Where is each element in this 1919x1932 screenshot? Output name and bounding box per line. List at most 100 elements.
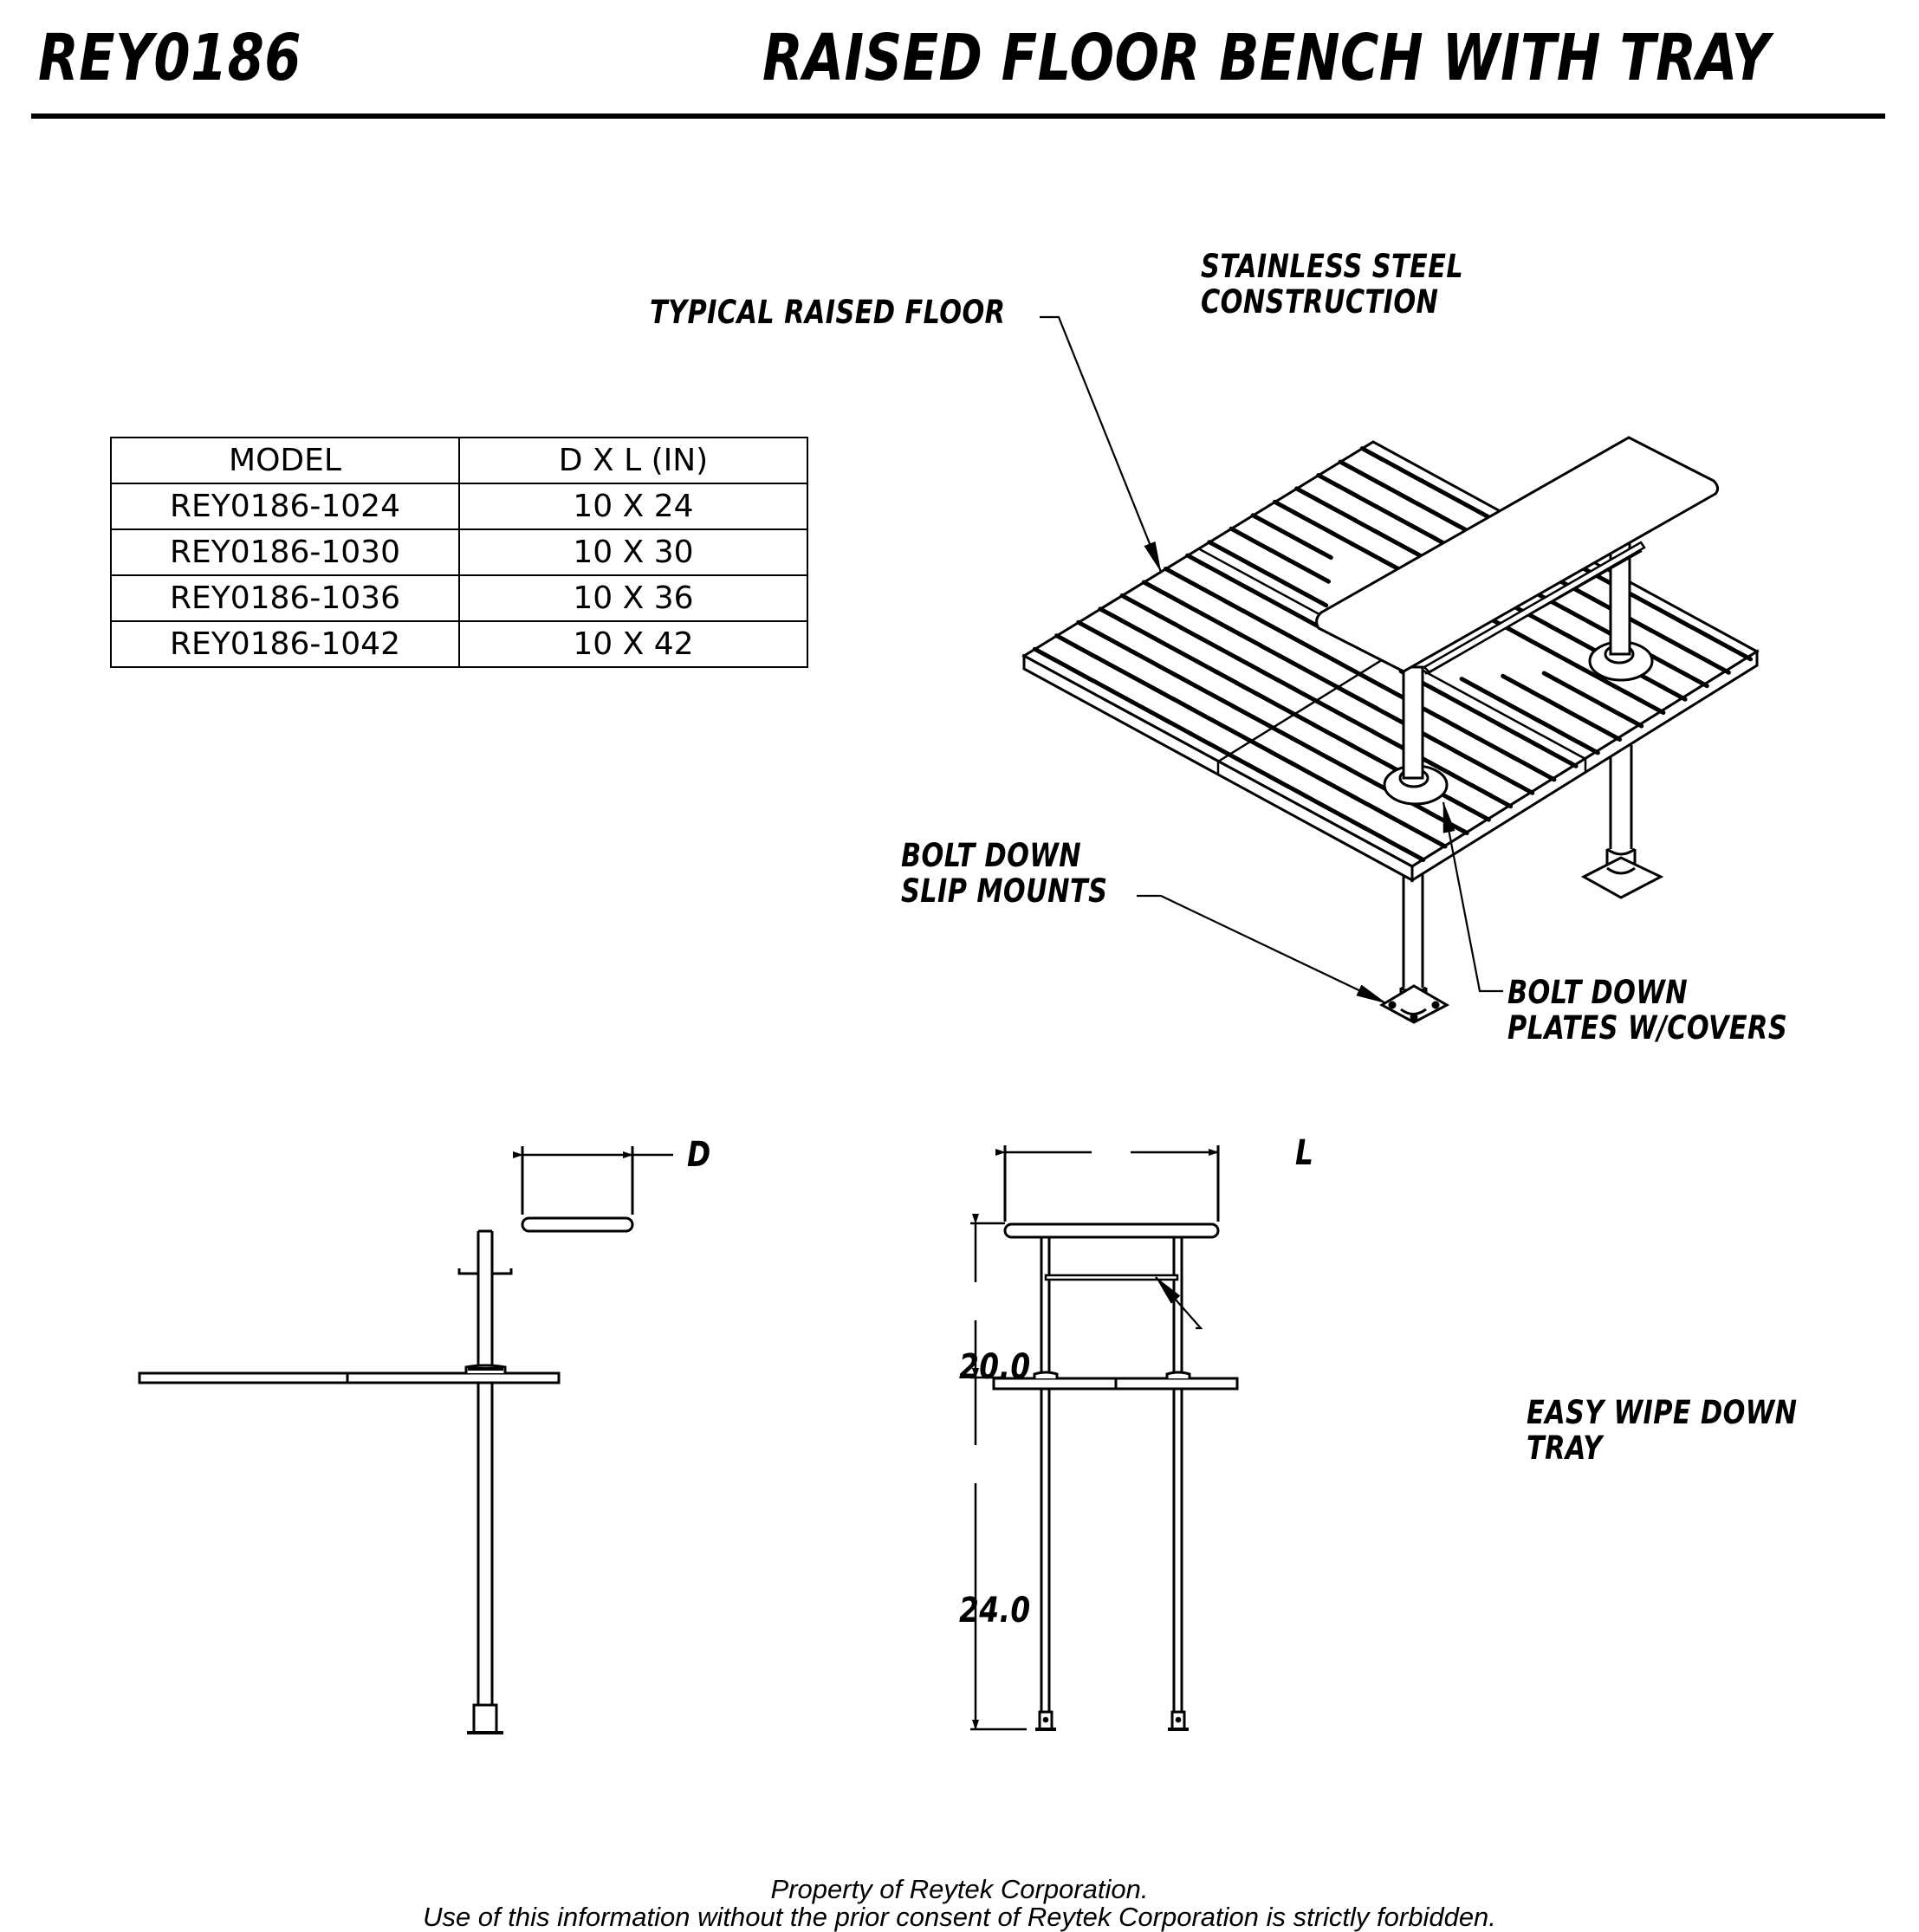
- floor-slot: [1379, 457, 1404, 472]
- floor-slot: [1629, 617, 1654, 633]
- floor-slot: [1236, 656, 1261, 672]
- front-seat: [1003, 1222, 1220, 1239]
- floor-slot: [1207, 742, 1232, 757]
- footer-ownership: Property of Reytek Corporation.: [770, 1874, 1149, 1904]
- floor-slot: [1374, 504, 1399, 520]
- slip-mounts-label-line1: BOLT DOWN: [901, 837, 1082, 874]
- drawing-title: RAISED FLOOR BENCH WITH TRAY: [762, 21, 1771, 95]
- floor-slot: [1243, 585, 1268, 600]
- floor-slot: [1352, 719, 1378, 736]
- floor-slot: [1650, 604, 1676, 619]
- floor-slot: [1253, 690, 1278, 706]
- size-cell: 10 X 36: [458, 574, 808, 622]
- floor-slot: [1250, 513, 1275, 528]
- floor-slot: [1587, 620, 1612, 636]
- floor-slot: [1161, 590, 1186, 606]
- floor-slot: [1265, 571, 1290, 587]
- floor-slot: [1631, 593, 1656, 609]
- column-header-model: MODEL: [110, 437, 460, 484]
- callout-leaders: [1040, 315, 1503, 1004]
- floor-slot: [1423, 833, 1448, 849]
- floor-slot: [1214, 670, 1239, 685]
- floor-slot: [1294, 486, 1319, 502]
- floor-slot: [1357, 470, 1382, 486]
- floor-slot: [1335, 685, 1360, 701]
- floor-slot: [1517, 708, 1542, 723]
- floor-perforations: [1032, 446, 1754, 862]
- floor-slot: [1643, 676, 1669, 691]
- floor-slot: [1452, 748, 1477, 764]
- floor-slot: [1479, 687, 1503, 703]
- floor-slot: [1347, 767, 1372, 783]
- floor-slot: [1073, 644, 1099, 659]
- floor-slot: [1559, 705, 1584, 721]
- construction-label-line1: STAINLESS STEEL: [1201, 248, 1464, 285]
- floor-slot: [1262, 595, 1287, 611]
- floor-slot: [1393, 515, 1418, 530]
- floor-slot: [1432, 737, 1457, 754]
- floor-slot: [1505, 626, 1530, 641]
- floor-slot: [1546, 623, 1572, 639]
- isometric-view: [1021, 436, 1760, 1024]
- floor-slot: [1170, 697, 1196, 712]
- floor-slot: [1134, 652, 1159, 667]
- floor-slot: [1404, 822, 1429, 839]
- floor-slot: [1541, 671, 1566, 686]
- floor-slot: [1333, 709, 1358, 724]
- floor-slot: [1267, 749, 1293, 765]
- floor-slot: [1071, 668, 1096, 684]
- floor-slot: [1238, 632, 1263, 648]
- floor-slot: [1313, 496, 1339, 512]
- floor-slot: [1456, 700, 1481, 716]
- floor-slot: [1435, 512, 1460, 528]
- floor-slot: [1598, 726, 1622, 742]
- floor-slot: [1670, 614, 1695, 630]
- floor-slot: [1285, 783, 1309, 799]
- floor-slot: [1689, 625, 1715, 640]
- floor-slot: [1474, 735, 1499, 750]
- floor-slot: [1455, 724, 1479, 740]
- floor-slot: [1139, 604, 1164, 619]
- floor-slot: [1261, 619, 1285, 635]
- floor-slot: [1352, 517, 1378, 534]
- floor-slot: [1371, 729, 1397, 746]
- floor-slot: [1248, 738, 1273, 755]
- construction-label-line2: CONSTRUCTION: [1201, 283, 1439, 321]
- floor-slot: [1316, 674, 1341, 690]
- floor-slot: [1129, 699, 1154, 715]
- floor-slot: [1258, 643, 1283, 658]
- floor-slot: [1476, 710, 1501, 727]
- tray-label-line2: TRAY: [1527, 1430, 1603, 1467]
- floor-slot: [1532, 766, 1557, 782]
- floor-slot: [1571, 586, 1596, 601]
- plates-label-line1: BOLT DOWN: [1507, 974, 1689, 1011]
- floor-slot: [1326, 781, 1351, 796]
- floor-slot: [1449, 772, 1475, 788]
- floor-slot: [1289, 736, 1314, 751]
- floor-slot: [1164, 567, 1188, 582]
- floor-slot: [1224, 574, 1248, 590]
- floor-slot: [1576, 740, 1600, 755]
- floor-slot: [1382, 836, 1406, 852]
- floor-slot: [1648, 627, 1673, 644]
- floor-slot: [1520, 684, 1545, 700]
- floor-slot: [1430, 762, 1455, 777]
- floor-slot: [1687, 649, 1712, 665]
- floor-slot: [1173, 672, 1198, 688]
- floor-slot: [1343, 815, 1368, 831]
- floor-slot: [1032, 646, 1057, 663]
- floor-slot: [1285, 581, 1309, 598]
- floor-slot: [1229, 526, 1254, 542]
- floor-slot: [1456, 498, 1481, 515]
- size-cell: 10 X 42: [458, 620, 808, 668]
- floor-slot: [1580, 691, 1605, 708]
- floor-slot: [1488, 793, 1514, 809]
- floor-slot: [1563, 658, 1588, 673]
- floor-slot: [1534, 742, 1559, 758]
- floor-slot: [1098, 606, 1123, 622]
- floor-slot: [1525, 636, 1549, 652]
- floor-slot: [1684, 672, 1709, 689]
- floor-slot: [1183, 577, 1208, 593]
- title-underline: [31, 113, 1885, 119]
- floor-slot: [1212, 693, 1236, 710]
